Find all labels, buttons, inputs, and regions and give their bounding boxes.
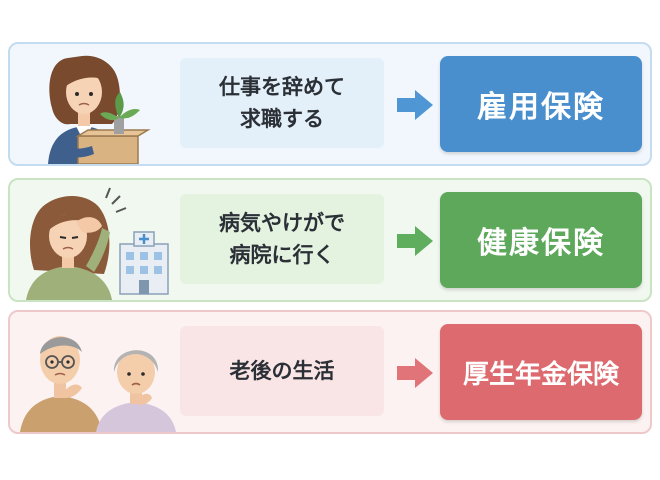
situation-label: 仕事を辞めて 求職する (180, 58, 384, 148)
pension-insurance-row: 老後の生活 厚生年金保険 (8, 310, 652, 434)
arrow-right-icon (397, 358, 433, 388)
elderly-couple-icon (20, 336, 176, 432)
employment-insurance-row: 仕事を辞めて 求職する 雇用保険 (8, 42, 652, 166)
arrow-right-icon (397, 90, 433, 120)
health-insurance-row: 病気やけがで 病院に行く 健康保険 (8, 178, 652, 302)
insurance-label: 雇用保険 (440, 56, 642, 152)
arrow-right-icon (397, 226, 433, 256)
sick-woman-hospital-icon (26, 187, 169, 300)
insurance-label: 健康保険 (440, 192, 642, 288)
situation-label: 病気やけがで 病院に行く (180, 194, 384, 284)
situation-label: 老後の生活 (180, 326, 384, 416)
woman-holding-box-icon (48, 55, 151, 164)
insurance-label: 厚生年金保険 (440, 324, 642, 420)
